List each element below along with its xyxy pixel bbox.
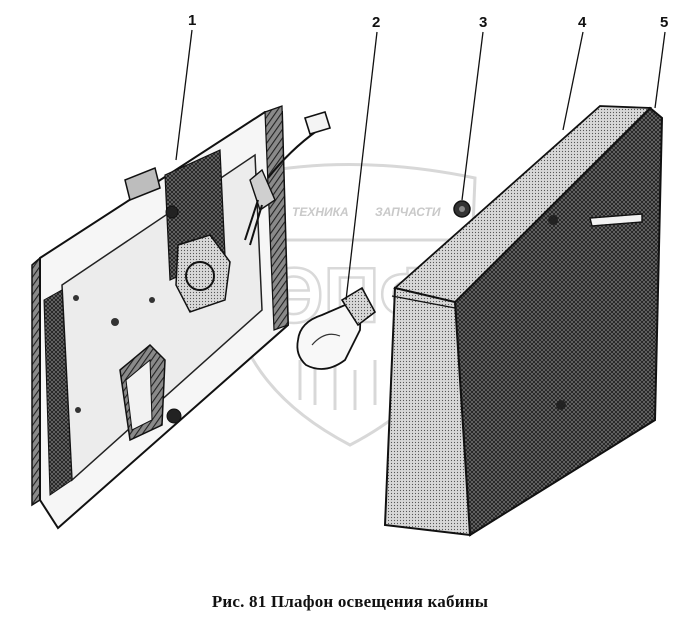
watermark-right-word: ЗАПЧАСТИ xyxy=(375,205,441,219)
watermark-left-word: ТЕХНИКА xyxy=(292,205,349,219)
callout-5: 5 xyxy=(660,14,669,31)
leader-line-1 xyxy=(175,29,193,161)
diffuser-cover xyxy=(383,105,664,537)
base-plate xyxy=(31,105,332,530)
leader-line-5 xyxy=(654,31,666,109)
callout-4: 4 xyxy=(578,14,587,31)
figure-caption: Рис. 81 Плафон освещения кабины xyxy=(211,592,489,611)
callout-1: 1 xyxy=(188,12,197,29)
callout-2: 2 xyxy=(372,14,381,31)
callout-3: 3 xyxy=(479,14,488,31)
leader-line-3 xyxy=(461,31,484,201)
leader-line-4 xyxy=(562,31,584,131)
bulb xyxy=(296,286,377,370)
screw xyxy=(453,200,471,218)
leader-lines xyxy=(175,29,666,301)
leader-line-2 xyxy=(345,31,378,301)
